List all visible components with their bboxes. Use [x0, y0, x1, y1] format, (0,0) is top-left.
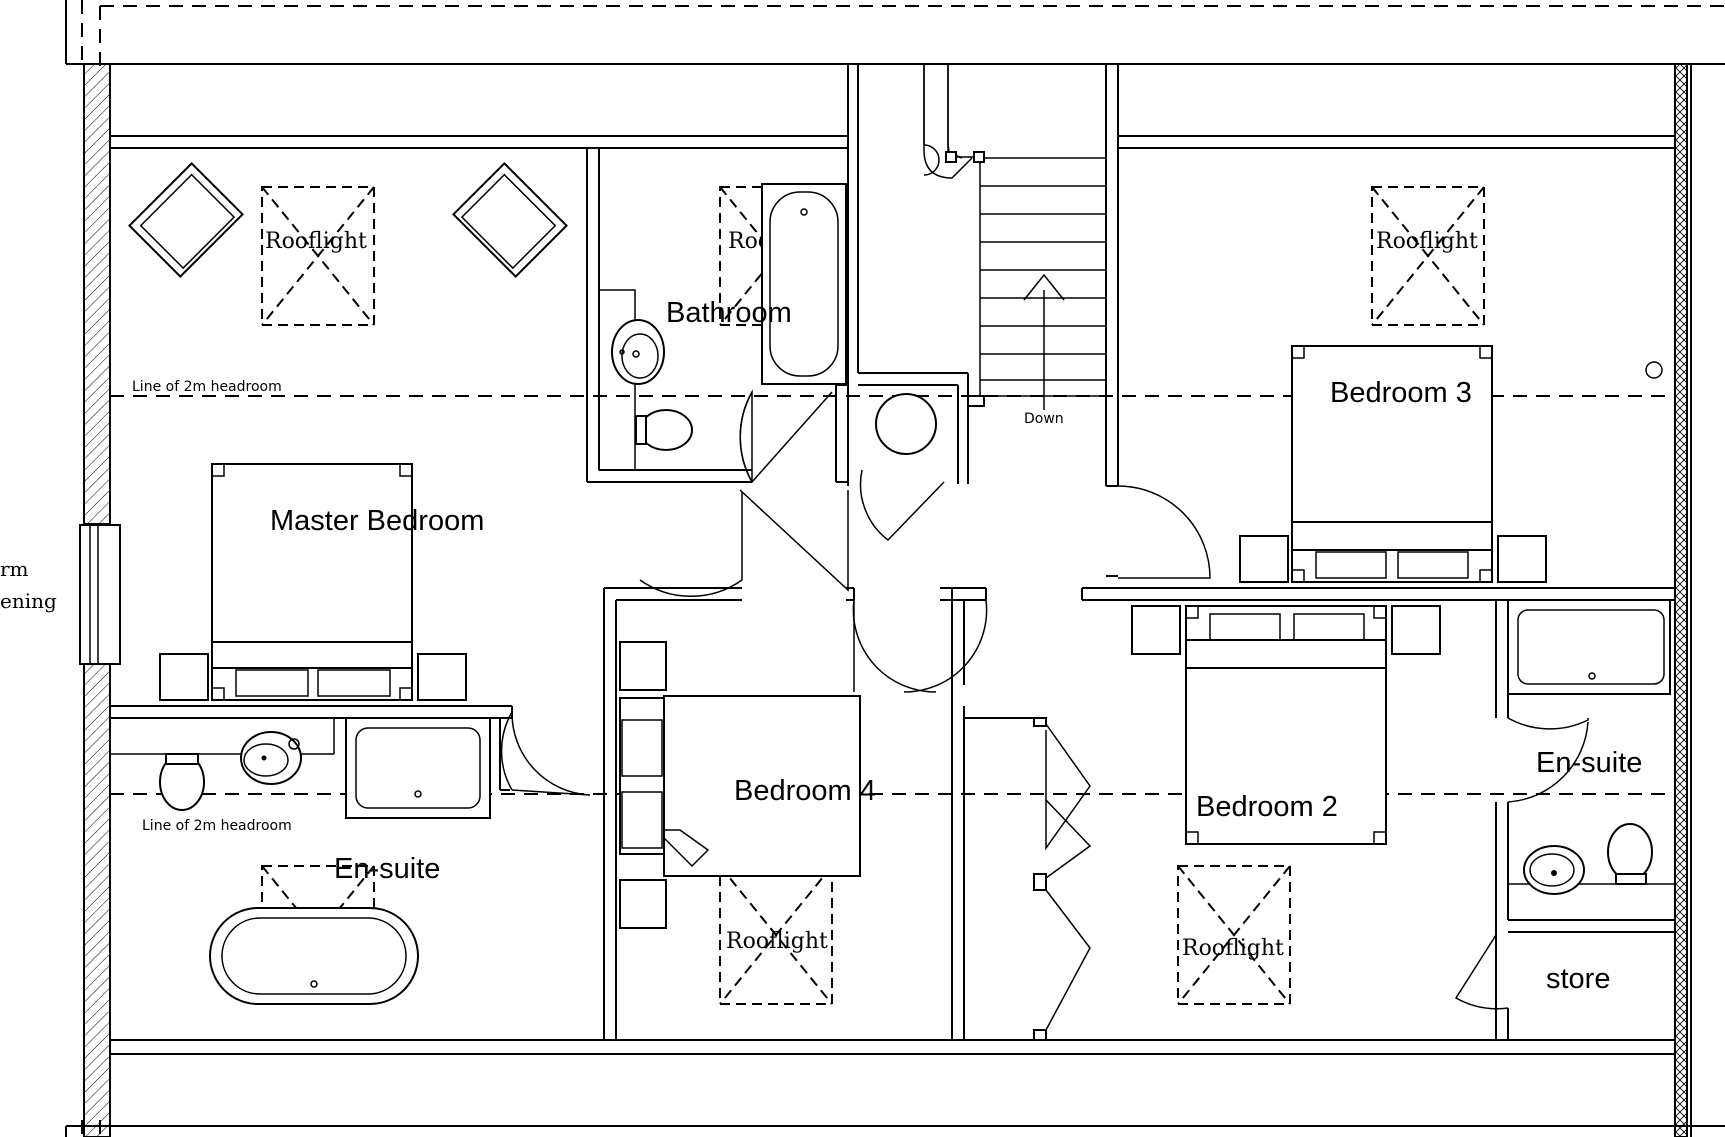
rooflight-label: Rooflight: [265, 229, 367, 254]
rooflight-bedroom-3: Rooflight: [1371, 186, 1485, 326]
room-label-ensuite-left: En-suite: [334, 853, 440, 885]
rooflight-label: Rooflight: [726, 929, 828, 954]
roof-outline: [65, 0, 1725, 1137]
window-left: [79, 524, 121, 665]
room-label-master-bedroom: Master Bedroom: [270, 505, 484, 537]
room-label-bathroom: Bathroom: [666, 297, 792, 329]
doors: [500, 389, 1589, 1010]
room-label-ensuite-right: En-suite: [1536, 747, 1642, 779]
knee-walls: [110, 135, 1675, 1055]
armchair-left: [128, 162, 244, 278]
master-bedroom-furniture: [128, 162, 568, 701]
edge-text-line-1: rm: [0, 557, 29, 581]
headroom-label-bottom: Line of 2m headroom: [142, 818, 292, 834]
stair-direction-label: Down: [1024, 411, 1064, 427]
room-label-store: store: [1546, 963, 1610, 995]
room-label-bedroom-3: Bedroom 3: [1330, 377, 1472, 409]
room-label-bedroom-2: Bedroom 2: [1196, 791, 1338, 823]
bedroom-3-furniture: [1239, 345, 1663, 583]
rooflight-label: Rooflight: [1376, 229, 1478, 254]
armchair-right: [452, 162, 568, 278]
ensuite-right-fixtures: [1507, 599, 1675, 895]
staircase: Down: [923, 64, 1107, 427]
room-label-bedroom-4: Bedroom 4: [734, 775, 876, 807]
edge-text-line-2: ening: [0, 589, 57, 613]
master-bed: [159, 463, 467, 701]
room-labels: Master Bedroom Bathroom Bedroom 3 Bedroo…: [270, 297, 1642, 995]
ensuite-left-fixtures: [110, 717, 491, 1005]
rooflights: Rooflight Rooflight Rooflight Rooflight …: [261, 186, 1485, 1005]
rooflight-bedroom-4: Rooflight: [719, 865, 833, 1005]
rooflight-master: Rooflight: [261, 186, 375, 326]
bathroom-fixtures: [598, 183, 937, 471]
partitions-left: [110, 148, 1675, 1040]
wardrobe: [1033, 717, 1092, 1041]
bedroom-4-furniture: [619, 641, 861, 929]
rooflight-label: Rooflight: [1182, 936, 1284, 961]
external-walls: [83, 63, 1692, 1137]
edge-annotation: rm ening: [0, 557, 57, 613]
headroom-label-top: Line of 2m headroom: [132, 379, 282, 395]
bedroom-2-furniture: [1131, 605, 1441, 845]
rooflight-bedroom-2: Rooflight: [1177, 865, 1291, 1005]
